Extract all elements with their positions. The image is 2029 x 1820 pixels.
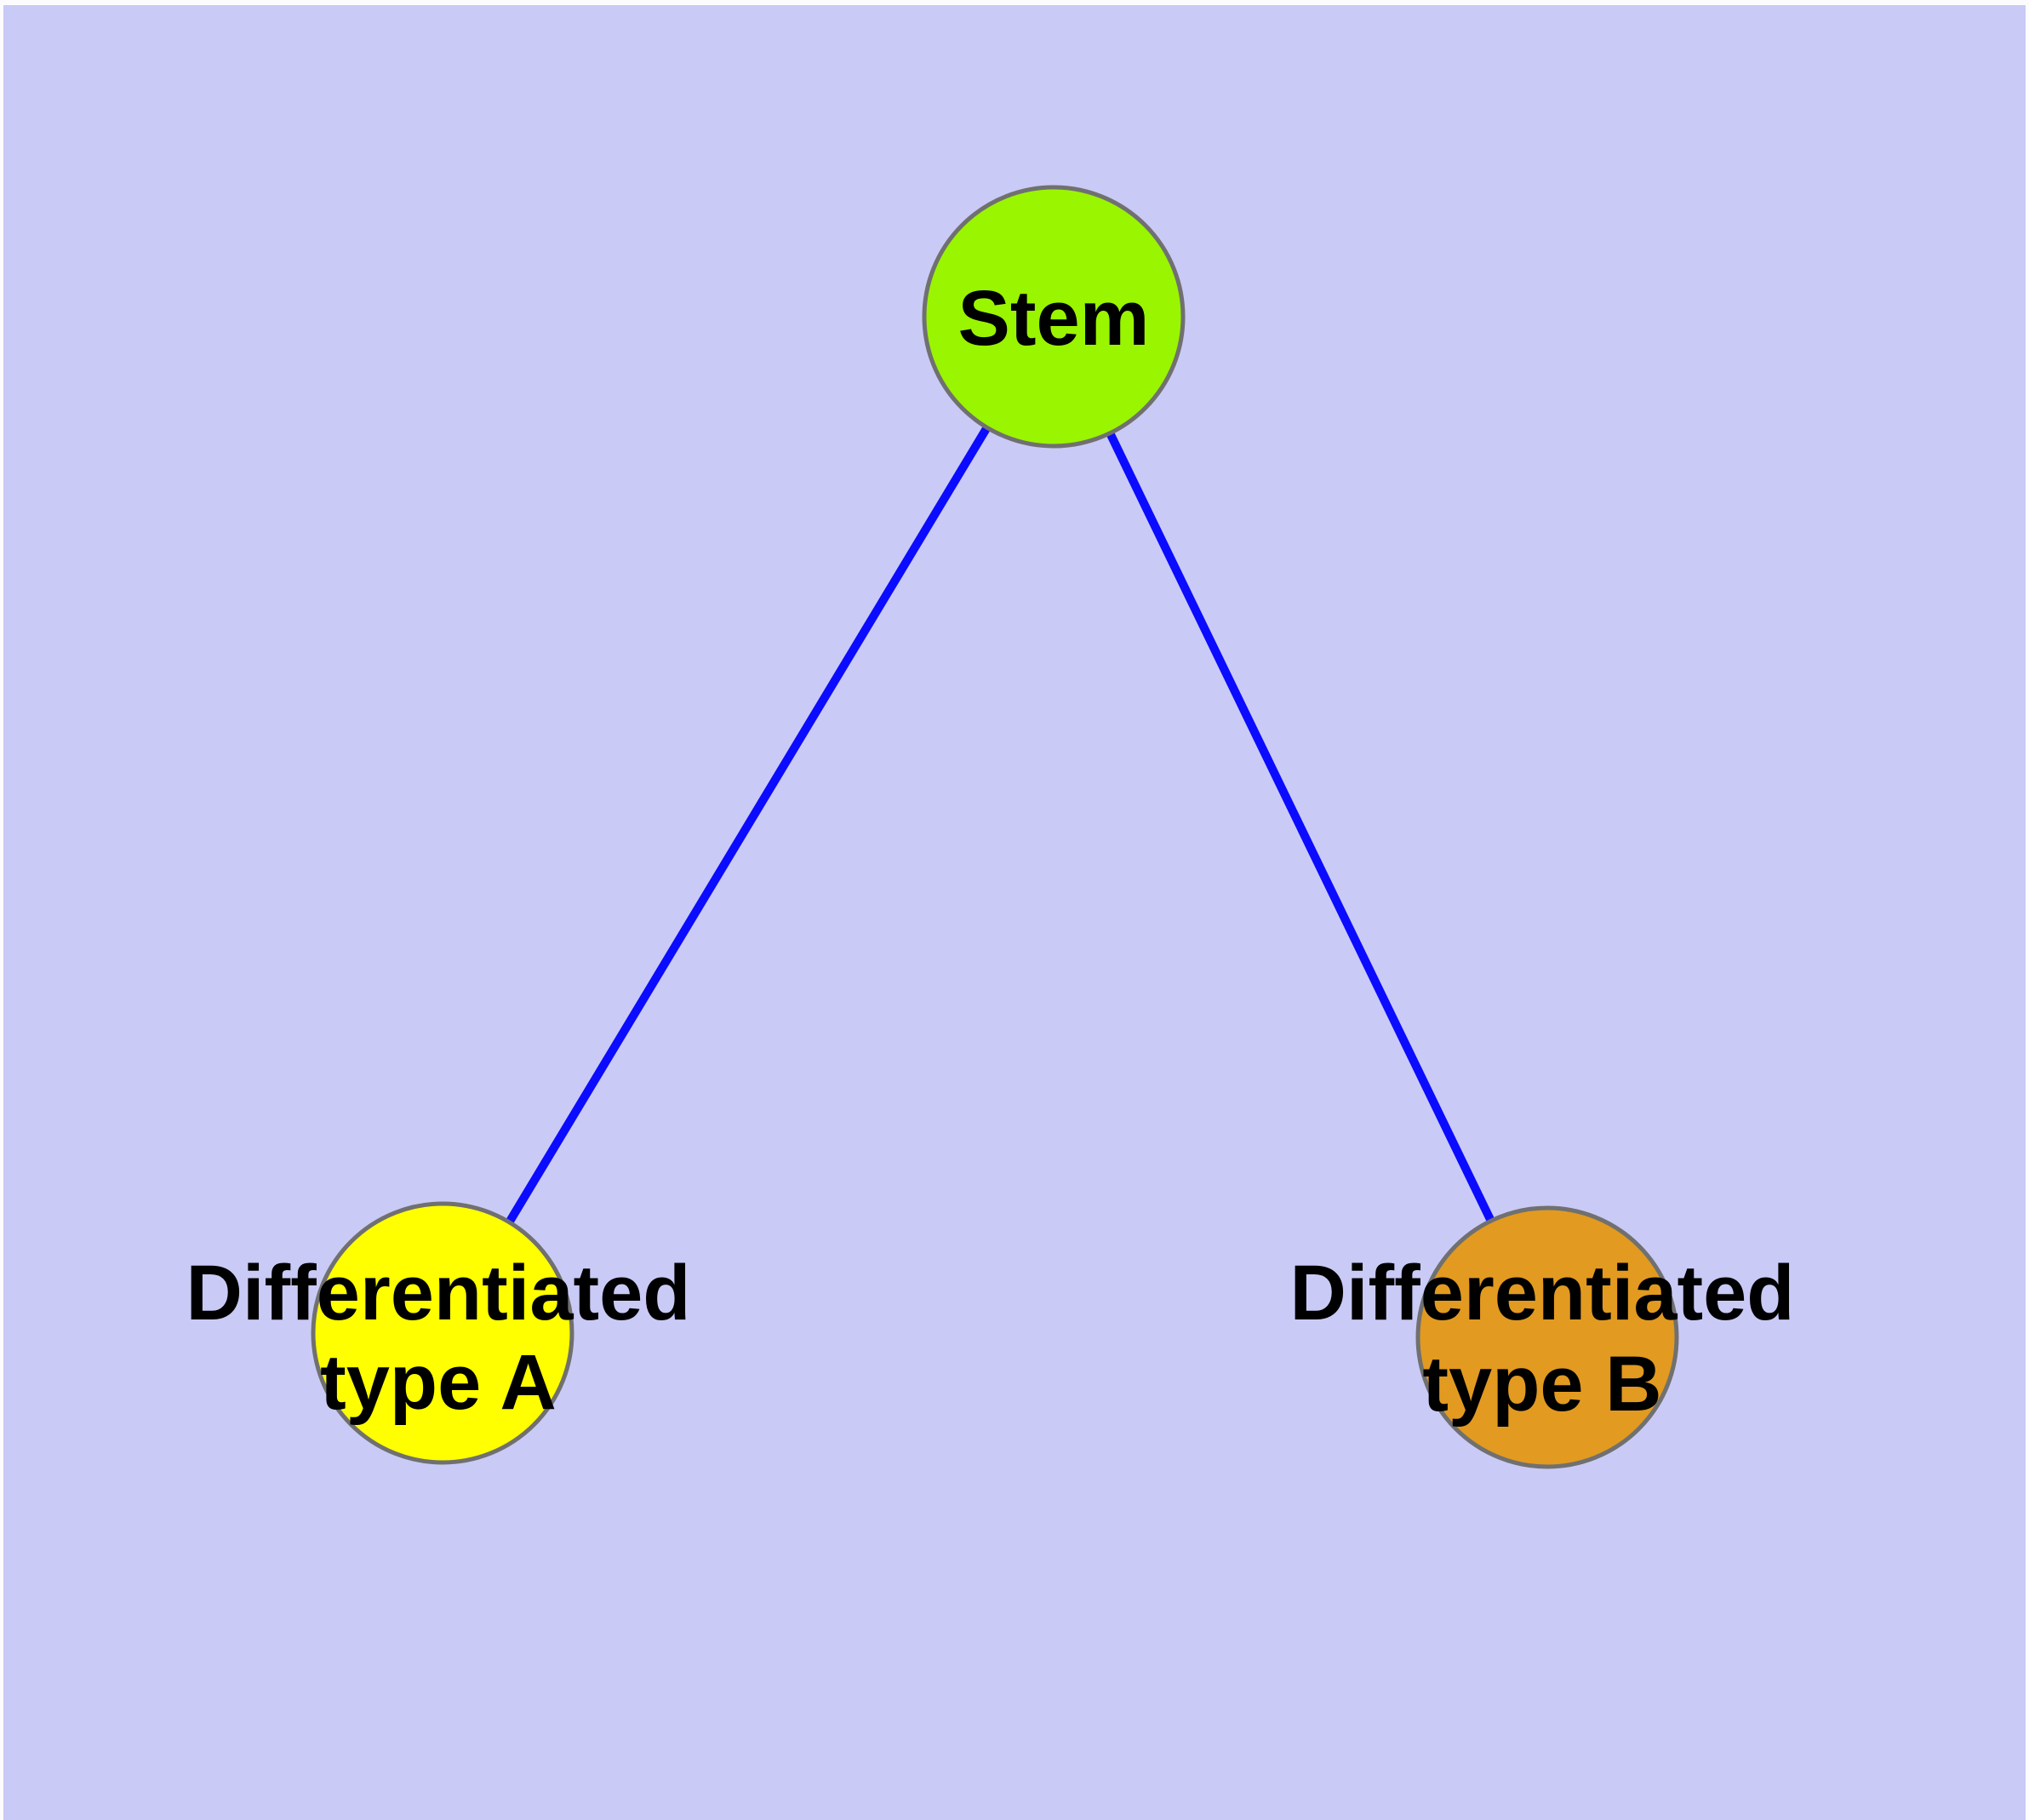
node-differentiated-type-b-label-line1: Differentiated: [1290, 1250, 1795, 1336]
node-differentiated-type-a-label-line1: Differentiated: [186, 1250, 691, 1336]
edge-stem-to-type-b: [1049, 314, 1552, 1340]
node-differentiated-type-b: Differentiated type B: [1290, 1205, 1795, 1469]
node-stem-label: Stem: [958, 275, 1150, 362]
node-differentiated-type-a: Differentiated type A: [186, 1201, 691, 1465]
node-stem-circle: [922, 185, 1186, 449]
edge-layer: [438, 314, 1552, 1340]
node-differentiated-type-a-circle: [311, 1201, 574, 1465]
node-differentiated-type-b-label-line2: type B: [1422, 1341, 1661, 1428]
node-stem: Stem: [922, 185, 1186, 449]
edge-stem-to-type-a: [438, 314, 1058, 1336]
node-differentiated-type-b-circle: [1415, 1205, 1679, 1469]
node-differentiated-type-a-label-line2: type A: [320, 1339, 557, 1426]
